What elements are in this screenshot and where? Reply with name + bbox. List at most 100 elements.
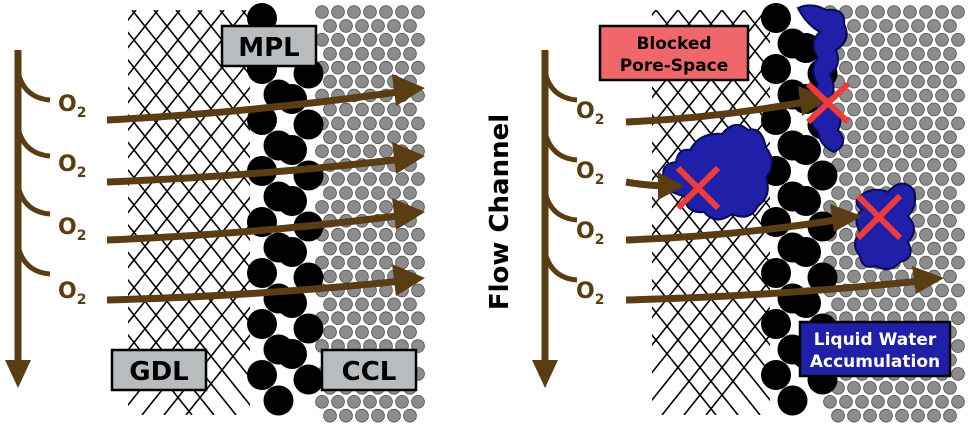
ccl-particle [371, 74, 385, 89]
o2-label: O [58, 279, 77, 304]
gdl-fiber [661, 278, 770, 415]
ccl-particle [379, 5, 393, 19]
o2-subscript: 2 [77, 292, 87, 308]
ccl-particle [943, 186, 957, 200]
ccl-particle [355, 74, 369, 89]
ccl-particle [411, 60, 425, 75]
ccl-particle [943, 158, 957, 172]
ccl-particle [895, 380, 909, 395]
ccl-particle [371, 130, 385, 145]
ccl-particle [919, 5, 933, 19]
ccl-particle [847, 269, 861, 284]
ccl-particle [315, 255, 329, 270]
ccl-particle [855, 60, 869, 75]
ccl-particle [411, 227, 425, 242]
ccl-particle [347, 311, 361, 326]
ccl-particle [347, 116, 361, 131]
ccl-particle [943, 74, 957, 89]
ccl-particle [855, 144, 869, 159]
ccl-particle [871, 144, 885, 159]
ccl-particle [371, 46, 385, 61]
svg-text:O2: O2 [58, 215, 86, 244]
o2-label: O [576, 159, 595, 184]
ccl-particle [943, 241, 957, 256]
mpl-label-box: MPL [220, 24, 318, 68]
ccl-particle [379, 394, 393, 409]
ccl-particle [395, 172, 409, 186]
ccl-particle [855, 32, 869, 47]
ccl-particle [387, 130, 401, 145]
ccl-particle [863, 19, 877, 33]
ccl-particle [371, 102, 385, 117]
ccl-particle [323, 102, 337, 117]
ccl-particle [943, 46, 957, 61]
ccl-particle [871, 5, 885, 19]
ccl-particle [363, 200, 377, 214]
gdl-fiber [153, 10, 250, 132]
ccl-particle [839, 227, 853, 242]
ccl-particle [927, 380, 941, 395]
ccl-particle [379, 311, 393, 326]
ccl-particle [903, 60, 917, 75]
gdl-fiber [128, 168, 250, 324]
ccl-particle [839, 172, 853, 186]
ccl-particle [855, 5, 869, 19]
ccl-particle [919, 200, 933, 214]
ccl-particle [395, 394, 409, 409]
gdl-fiber [652, 58, 770, 209]
o2-labels-right: O2 O2 O2 O2 [576, 99, 604, 308]
ccl-particle [895, 158, 909, 172]
gdl-fiber [128, 168, 250, 324]
ccl-particle [379, 172, 393, 186]
gdl-fiber [128, 196, 250, 352]
ccl-particle [355, 186, 369, 200]
ccl-particle [355, 130, 369, 145]
gdl-fiber [699, 10, 770, 99]
mpl-particle [791, 135, 821, 165]
mpl-particle [247, 258, 277, 288]
ccl-particle [403, 297, 417, 312]
ccl-particle [871, 32, 885, 47]
gdl-label: GDL [129, 357, 189, 387]
ccl-particle [879, 158, 893, 172]
ccl-particle [339, 19, 353, 33]
ccl-particle [927, 46, 941, 61]
liquid-water-accumulation-box: Liquid Water Accumulation [798, 320, 952, 378]
gdl-fiber [652, 223, 770, 374]
ccl-particle [387, 325, 401, 340]
ccl-particle [927, 241, 941, 256]
ccl-particle [347, 60, 361, 75]
ccl-particle [887, 394, 901, 409]
ccl-particle [323, 186, 337, 200]
ccl-particle [935, 5, 949, 19]
gdl-fiber [131, 10, 250, 159]
ccl-particle [927, 102, 941, 117]
gdl-fiber [652, 113, 770, 264]
ccl-particle [355, 325, 369, 340]
ccl-particle [935, 88, 949, 103]
gdl-fiber [128, 333, 193, 415]
ccl-particle [951, 367, 965, 381]
ccl-particle [943, 130, 957, 145]
ccl-particle [331, 311, 345, 326]
ccl-particle [403, 186, 417, 200]
ccl-particle [943, 102, 957, 117]
ccl-particle [919, 32, 933, 47]
ccl-particle [871, 116, 885, 131]
ccl-particle [347, 227, 361, 242]
ccl-particle [387, 102, 401, 117]
ccl-particle [895, 408, 909, 423]
ccl-particle [387, 408, 401, 423]
ccl-particle [887, 88, 901, 103]
blocked-cross-icon [805, 81, 851, 125]
ccl-particle [847, 186, 861, 200]
ccl-particle [331, 172, 345, 186]
gdl-fiber [128, 223, 250, 379]
ccl-particle [315, 32, 329, 47]
ccl-particle [347, 172, 361, 186]
ccl-particle [919, 60, 933, 75]
ccl-particle [911, 74, 925, 89]
ccl-particle [411, 283, 425, 298]
mpl-particle [807, 262, 838, 293]
ccl-particle [887, 32, 901, 47]
